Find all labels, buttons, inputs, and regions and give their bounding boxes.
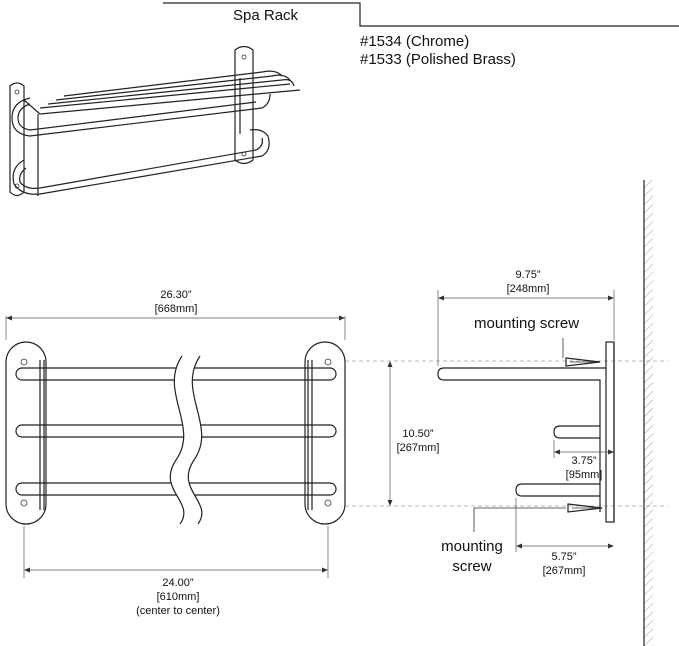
height-inches: 10.50” xyxy=(402,428,434,440)
perspective-view xyxy=(9,45,301,197)
title-block: Spa Rack #1534 (Chrome) #1533 (Polished … xyxy=(163,2,679,68)
callout-mounting-bottom-line2: screw xyxy=(452,558,491,575)
model-chrome: #1534 (Chrome) xyxy=(360,33,469,50)
height-mm: [267mm] xyxy=(397,442,440,454)
model-brass: #1533 (Polished Brass) xyxy=(360,51,516,68)
overall-width-inches: 26.30” xyxy=(160,289,192,301)
side-view: 9.75” [248mm] 3.75” [95mm] 5.75” [267mm]… xyxy=(437,180,653,646)
callout-mounting-screw-top: mounting screw xyxy=(474,315,579,332)
title-text: Spa Rack xyxy=(233,7,299,24)
middle-depth-mm: [95mm] xyxy=(566,469,603,481)
bottom-depth-inches: 5.75” xyxy=(551,551,576,563)
callout-mounting-bottom-line1: mounting xyxy=(441,538,503,555)
center-width-inches: 24.00” xyxy=(162,577,194,589)
center-width-note: (center to center) xyxy=(136,605,220,617)
top-depth-mm: [248mm] xyxy=(507,283,550,295)
middle-depth-inches: 3.75” xyxy=(571,455,596,467)
bottom-depth-mm: [267mm] xyxy=(543,565,586,577)
front-view: 26.30” [668mm] 24.00” [610mm] (center to… xyxy=(5,289,668,617)
top-depth-inches: 9.75” xyxy=(515,269,540,281)
center-width-mm: [610mm] xyxy=(157,591,200,603)
overall-width-mm: [668mm] xyxy=(155,303,198,315)
